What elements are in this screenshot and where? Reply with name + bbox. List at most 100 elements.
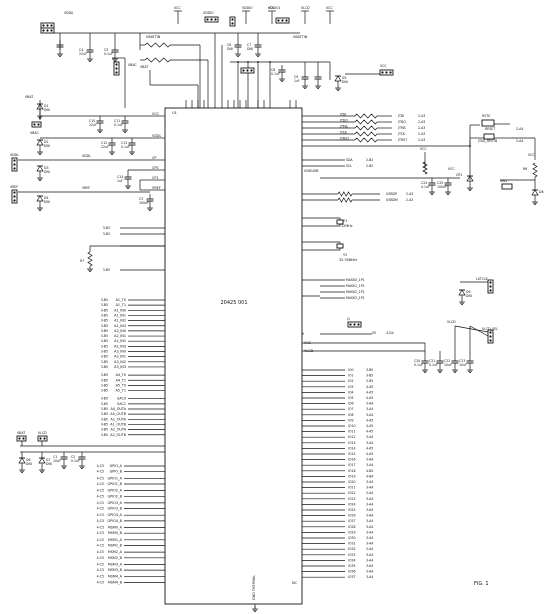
io-net-label: IO30 [348, 536, 356, 540]
sheet-tag: 4-A5 [366, 424, 373, 428]
jtag-net-label: JTMS [397, 126, 406, 130]
header-pin [489, 285, 492, 288]
header-pin [50, 24, 53, 27]
header-pin [13, 199, 16, 202]
resistor [354, 113, 378, 119]
sheet-tag: 2-A3 [418, 114, 425, 118]
port-net-label: MSM4_A [108, 575, 123, 579]
diode-body [36, 165, 44, 172]
sheet-tag: 4-C5 [97, 556, 104, 560]
port-net-label: MSM1_A [108, 538, 123, 542]
io-net-label: IO14 [348, 446, 356, 450]
net-label: MASK3_1P1 [346, 296, 365, 300]
port-net-label: A5_T0 [116, 383, 126, 387]
crystal-y2-value: 32.768kHz [339, 258, 357, 262]
port-net-label: A2_OUTB [110, 433, 126, 437]
lxtclk-net-label: LXTCLK [476, 277, 489, 281]
io-net-label: IO5 [348, 396, 353, 400]
sheet-tag: 4-C5 [97, 501, 104, 505]
port-net-label: A0_OUTB [110, 412, 126, 416]
sheet-tag: 3-A4 [366, 558, 373, 562]
sheet-tag: 3-B5 [101, 350, 108, 354]
port-net-label: A3_IN2 [114, 360, 126, 364]
io-net-label: IO25 [348, 508, 356, 512]
sheet-tag: 3-A4 [366, 463, 373, 467]
diode-body [36, 139, 44, 146]
capacitor-ref: C5 [104, 48, 108, 52]
io-net-label: IO34 [348, 558, 356, 562]
port-net-label: A3_IN1 [114, 355, 126, 359]
port-net-label: GPIO1_A [107, 476, 122, 480]
sheet-tag: 4-C5 [97, 575, 104, 579]
header-pin [214, 18, 217, 21]
sheet-tag: 4-C5 [97, 562, 104, 566]
diode-ref: D4 [44, 196, 48, 200]
sheet-tag: 4-A5 [366, 385, 373, 389]
sheet-tag: 4-A5 [366, 430, 373, 434]
diode-ref: CR1 [456, 173, 462, 177]
capacitor-ref: C7 [247, 43, 251, 47]
header-pin [231, 22, 234, 25]
supply-label: VBAC [30, 131, 39, 135]
diode-value: DNI [46, 462, 52, 466]
sheet-tag: 4-A5 [366, 418, 373, 422]
header-pin [115, 71, 118, 74]
diode-body [531, 189, 539, 196]
i2c-net-label: SDA [346, 158, 353, 162]
diode-ref: D1 [44, 104, 48, 108]
nc-label: NC [292, 581, 298, 585]
io-net-label: IO35 [348, 564, 356, 568]
sheet-tag: 3-A4 [366, 497, 373, 501]
sheet-tag: 3-B5 [101, 407, 108, 411]
sheet-tag: 3-B5 [101, 329, 108, 333]
resistor [144, 57, 171, 63]
supply-net-label: VCC [268, 6, 275, 10]
port-net-label: MSM3_B [108, 568, 123, 572]
sheet-tag: 3-B5 [101, 303, 108, 307]
io-net-label: IO28 [348, 525, 356, 529]
diode-body [334, 75, 342, 82]
jtag-net-label: JTDO [397, 120, 406, 124]
main-ic-part-label: 20425 001 [220, 300, 247, 306]
crystal-y2-ref: Y2 [343, 253, 347, 257]
sheet-tag: 4-B4 [366, 474, 373, 478]
io-net-label: IO16 [348, 458, 356, 462]
net-label: VBAT [17, 431, 25, 435]
io-net-label: IO3 [348, 385, 353, 389]
port-net-label: MSM0_B [108, 531, 123, 535]
capacitor-value: 100nF [139, 201, 149, 205]
port-net-label: GPIO_A [110, 464, 123, 468]
io-net-label: IO24 [348, 502, 356, 506]
io-net-label: IO13 [348, 441, 356, 445]
sheet-tag: 3-B5 [101, 433, 108, 437]
header-pin [22, 437, 25, 440]
capacitor-ref: C21 [429, 359, 435, 363]
jtag-net-label: JTMS [339, 125, 348, 129]
sheet-tag: 3-B5 [101, 298, 108, 302]
sheet-tag: 4-A5 [366, 446, 373, 450]
resistor [144, 42, 171, 48]
port-net-label: MSM0_A [108, 526, 123, 530]
sheet-tag: 2-B2 [366, 158, 373, 162]
capacitor-ref: C1 [53, 455, 57, 459]
usb-net-label: USBDP [386, 192, 397, 196]
sheet-tag: 3-A4 [366, 525, 373, 529]
sheet-tag: 4-A5 [366, 390, 373, 394]
port-net-label: A3_IN3 [114, 365, 126, 369]
sheet-tag: 3-A4 [366, 407, 373, 411]
crystal-y1-ref: Y1 [343, 219, 347, 223]
header-pin [50, 29, 53, 32]
vlcd-label: VLCD [447, 320, 456, 324]
port-net-label: SAC1 [117, 402, 126, 406]
sheet-tag: 3-B5 [103, 268, 110, 272]
supply-net-label: VCC [174, 6, 181, 10]
diode-value: DNI [44, 108, 50, 112]
header-pin [33, 123, 36, 126]
header-pin [13, 195, 16, 198]
capacitor-ref: C24 [421, 181, 427, 185]
capacitor-ref: C11 [114, 119, 120, 123]
port-net-label: A2_IN2 [114, 339, 126, 343]
header-pin [489, 335, 492, 338]
sheet-tag: 3-A4 [366, 519, 373, 523]
